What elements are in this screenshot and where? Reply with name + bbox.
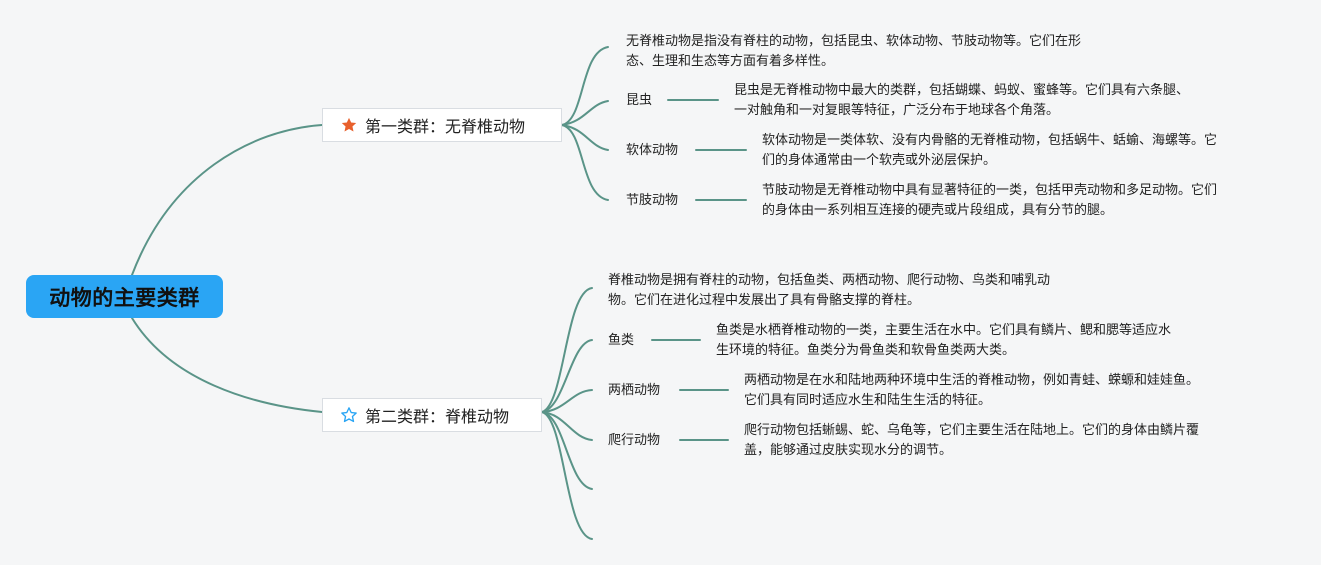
- star-outline-icon: [340, 406, 358, 424]
- mollusks-description[interactable]: 软体动物是一类体软、没有内骨骼的无脊椎动物，包括蜗牛、蛞蝓、海螺等。它 们的身体…: [762, 133, 1218, 168]
- branch-amphibians[interactable]: 两栖动物: [608, 383, 661, 398]
- link-root-group-1: [131, 124, 323, 276]
- insects-description[interactable]: 昆虫是无脊椎动物中最大的类群，包括蝴蝶、蚂蚁、蜜蜂等。它们具有六条腿、 一对触角…: [734, 83, 1190, 118]
- group-vertebrates[interactable]: 第二类群：脊椎动物: [322, 398, 542, 432]
- link-root-group-2: [131, 317, 323, 413]
- group-1-summary[interactable]: 无脊椎动物是指没有脊柱的动物，包括昆虫、软体动物、节肢动物等。它们在形 态、生理…: [626, 34, 1082, 69]
- link-group-2-branch-6: [541, 411, 593, 540]
- reptiles-description[interactable]: 爬行动物包括蜥蜴、蛇、乌龟等，它们主要生活在陆地上。它们的身体由鳞片覆 盖，能够…: [744, 423, 1200, 458]
- arthropods-description[interactable]: 节肢动物是无脊椎动物中具有显著特征的一类，包括甲壳动物和多足动物。它们 的身体由…: [762, 183, 1218, 218]
- link-group-2-fish: [541, 339, 593, 413]
- link-group-2-branch-5: [541, 411, 593, 490]
- link-group-1-insects: [561, 100, 609, 126]
- group-invertebrates[interactable]: 第一类群：无脊椎动物: [322, 108, 562, 142]
- link-group-2-reptiles: [541, 411, 593, 441]
- branch-reptiles[interactable]: 爬行动物: [608, 433, 661, 448]
- amphibians-description[interactable]: 两栖动物是在水和陆地两种环境中生活的脊椎动物，例如青蛙、蝾螈和娃娃鱼。 它们具有…: [744, 373, 1200, 408]
- branch-mollusks[interactable]: 软体动物: [626, 143, 679, 158]
- link-group-1-summary: [561, 46, 609, 126]
- group-2-summary[interactable]: 脊椎动物是拥有脊柱的动物，包括鱼类、两栖动物、爬行动物、鸟类和哺乳动 物。它们在…: [608, 273, 1051, 308]
- link-group-1-mollusks: [561, 124, 609, 151]
- fish-description[interactable]: 鱼类是水栖脊椎动物的一类，主要生活在水中。它们具有鳞片、鳃和腮等适应水 生环境的…: [716, 323, 1172, 358]
- link-group-2-summary: [541, 287, 593, 413]
- branch-insects[interactable]: 昆虫: [626, 93, 653, 108]
- group-label: 第一类群：无脊椎动物: [365, 117, 526, 136]
- link-group-2-amphibians: [541, 389, 593, 413]
- star-filled-icon: [340, 116, 358, 134]
- link-group-1-arthropods: [561, 124, 609, 201]
- branch-arthropods[interactable]: 节肢动物: [626, 193, 679, 208]
- group-label: 第二类群：脊椎动物: [365, 407, 510, 426]
- branch-fish[interactable]: 鱼类: [608, 333, 635, 348]
- root-topic[interactable]: 动物的主要类群: [26, 275, 223, 318]
